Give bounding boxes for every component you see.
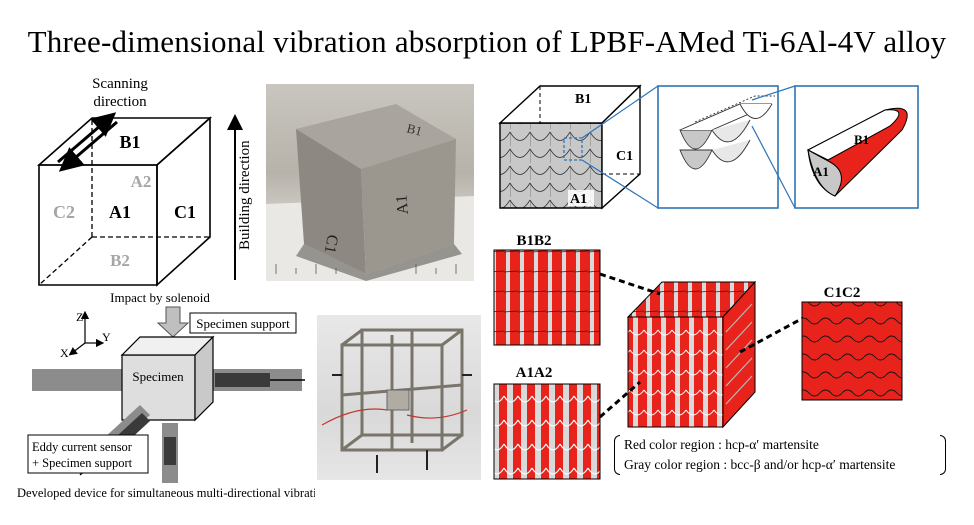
scanning-label-1: Scanning	[92, 76, 148, 92]
color-legend: Red color region : hcp-α′ martensite Gra…	[614, 433, 946, 477]
building-direction-label: Building direction	[237, 140, 253, 250]
eddy-label-2: + Specimen support	[32, 456, 133, 470]
zoom-label-b1: B1	[854, 132, 869, 147]
axis-z-label: Z	[76, 310, 83, 324]
face-label-b2: B2	[110, 251, 130, 270]
face-label-a1: A1	[109, 202, 131, 222]
schematic-label-c1: C1	[616, 149, 633, 164]
zoom-label-a1: A1	[813, 164, 829, 179]
svg-text:B1: B1	[405, 120, 424, 138]
impact-arrow	[156, 306, 190, 338]
axis-y-label: Y	[102, 330, 111, 344]
red-cube-front	[627, 316, 724, 428]
face-label-c2: C2	[53, 202, 75, 222]
axis-x-label: X	[60, 346, 69, 360]
microstructure-sections: B1B2 A1A2 C1C2	[493, 233, 903, 480]
section-title-a1a2: A1A2	[516, 365, 553, 381]
bottom-sensor	[164, 437, 176, 465]
orientation-cube-diagram: Scanning direction Building direction B1…	[36, 76, 253, 287]
eddy-sensor-box	[27, 434, 149, 474]
schematic-label-b1: B1	[575, 92, 591, 107]
specimen-support-label: Specimen support	[196, 316, 290, 331]
section-title-c1c2: C1C2	[824, 285, 861, 301]
schematic-label-a1: A1	[570, 192, 587, 207]
face-label-c1: C1	[174, 202, 196, 222]
specimen-label: Specimen	[132, 369, 184, 384]
face-label-a2: A2	[131, 172, 152, 191]
svg-text:C1: C1	[321, 233, 341, 254]
section-c1c2	[801, 301, 903, 401]
impact-label: Impact by solenoid	[110, 290, 210, 305]
right-sensor	[215, 373, 270, 387]
melt-pool-schematic: B1 C1 A1 B1 A1	[498, 84, 919, 210]
device-photo	[317, 315, 481, 480]
specimen-cube-front	[121, 354, 196, 421]
face-label-b1: B1	[119, 132, 140, 152]
scanning-label-2: direction	[93, 94, 147, 110]
scan-arrow-backward	[58, 120, 118, 172]
section-title-b1b2: B1B2	[516, 233, 551, 249]
device-schematic: Impact by solenoid Specimen support Spec…	[17, 290, 315, 500]
device-caption: Developed device for simultaneous multi-…	[17, 486, 315, 500]
specimen-photo: B1 C1 A1	[266, 84, 474, 281]
svg-text:A1: A1	[393, 194, 412, 215]
figure-title: Three-dimensional vibration absorption o…	[27, 24, 947, 59]
section-b1b2	[493, 249, 601, 346]
legend-gray: Gray color region : bcc-β and/or hcp-α′ …	[624, 457, 896, 472]
legend-red: Red color region : hcp-α′ martensite	[624, 437, 819, 452]
section-a1a2	[493, 383, 601, 480]
eddy-label-1: Eddy current sensor	[32, 440, 133, 454]
cube-hidden-edge	[38, 236, 93, 286]
specimen-support-box	[189, 312, 297, 334]
cube-side-face	[156, 116, 211, 287]
